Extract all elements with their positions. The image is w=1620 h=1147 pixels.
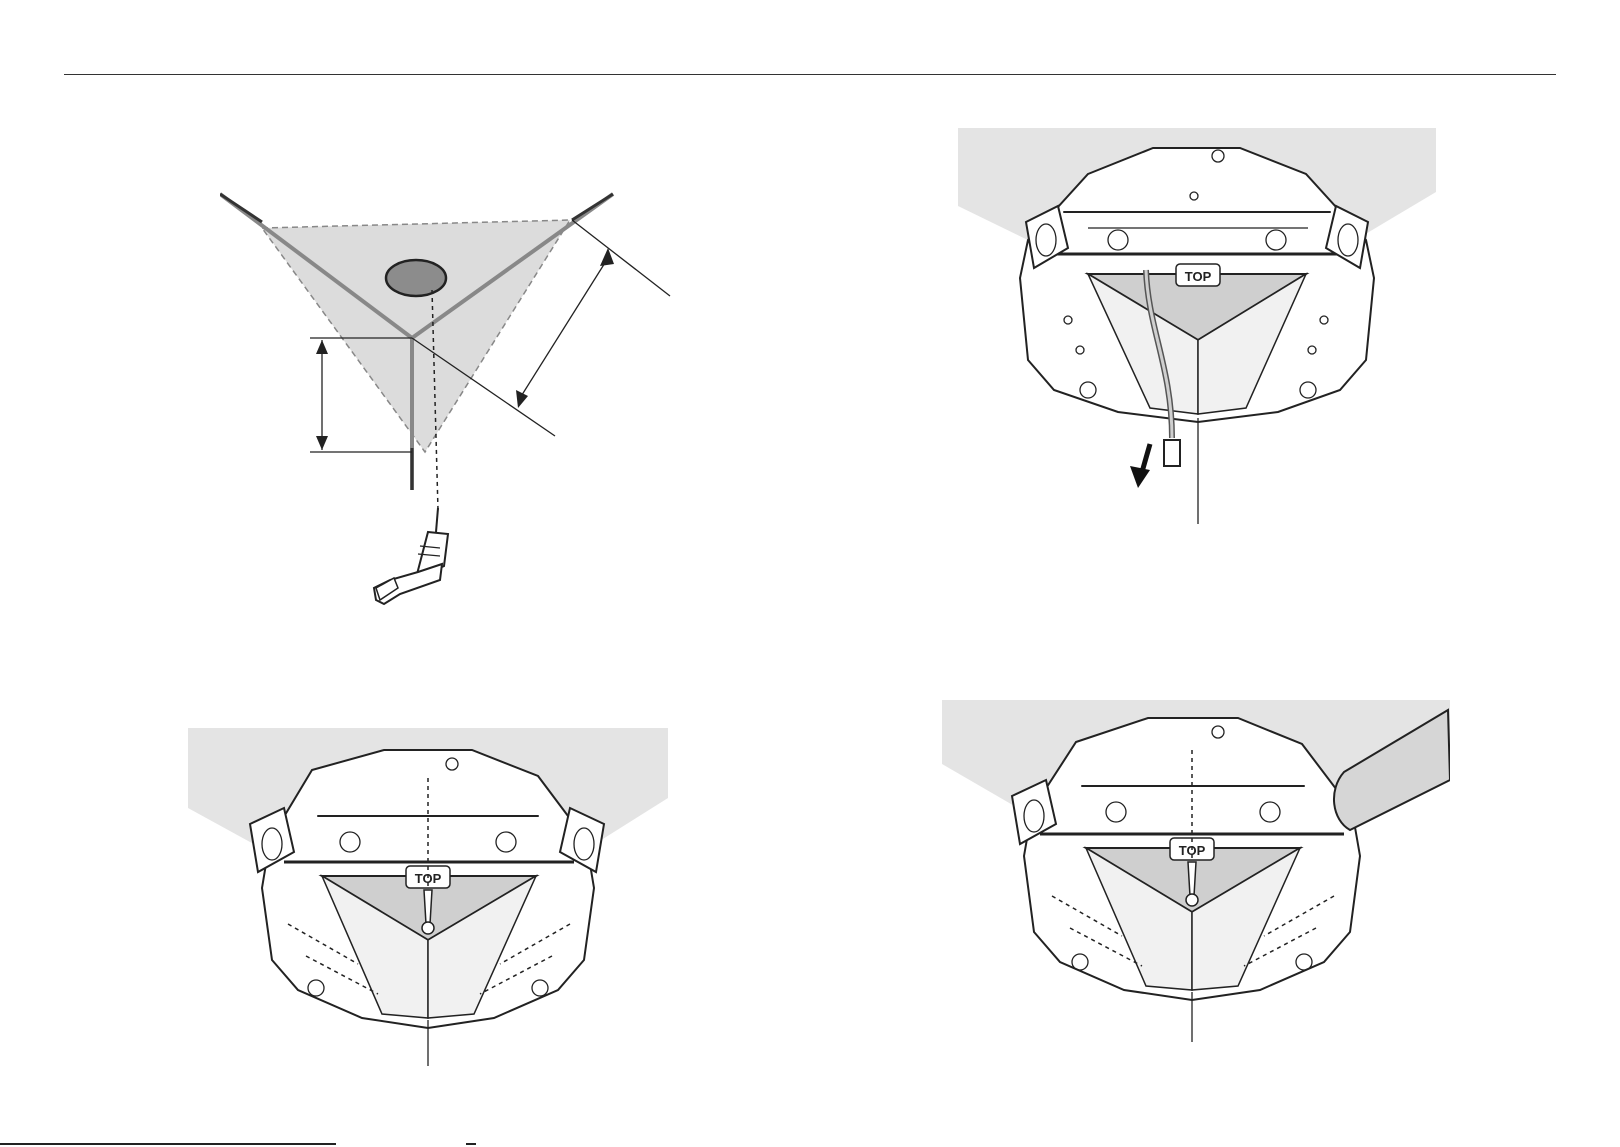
figure-screw-bracket-with-conduit: TOP (942, 700, 1450, 1046)
pull-down-arrow-icon (1130, 444, 1150, 488)
footer-rule (0, 1143, 336, 1145)
drill-icon (374, 508, 448, 604)
figure-drill-corner-hole (220, 190, 680, 630)
header-rule (64, 74, 1556, 75)
figure-screw-bracket-to-corner: TOP (188, 728, 668, 1068)
footer-mark (466, 1143, 476, 1145)
top-label: TOP (1185, 269, 1212, 284)
figure-pull-cable-through-bracket: TOP (958, 128, 1436, 530)
drill-hole (386, 260, 446, 296)
